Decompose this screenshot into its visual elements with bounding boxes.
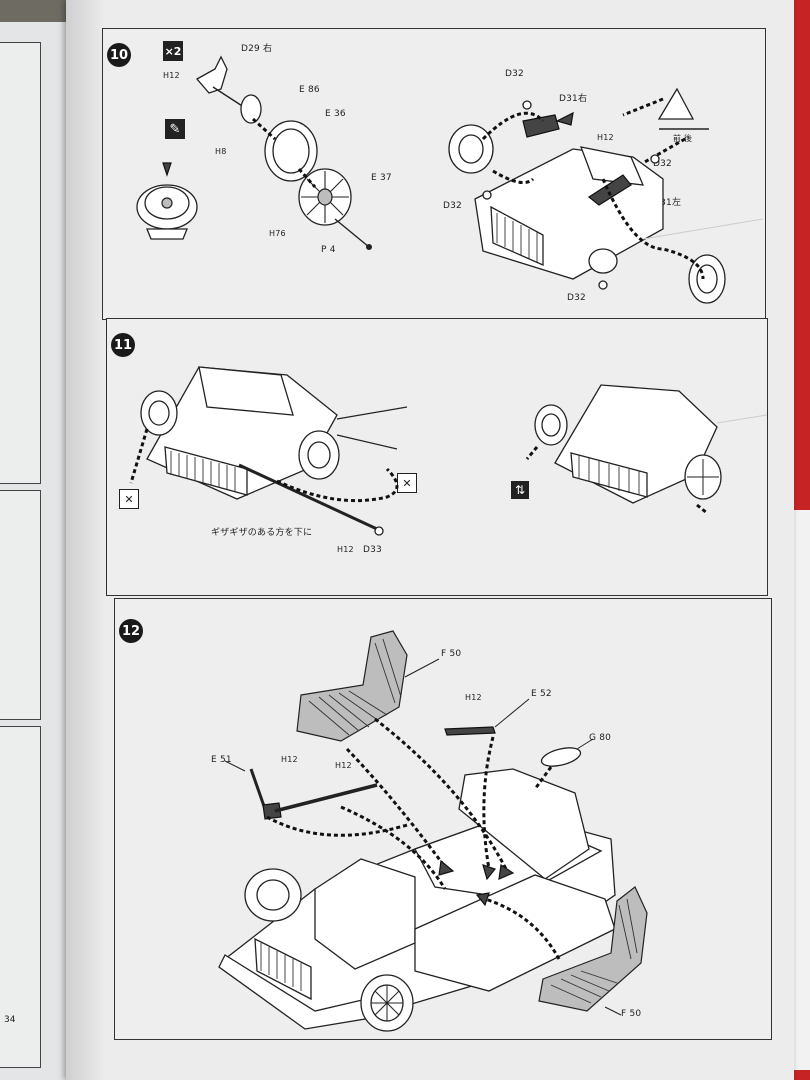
cement-icon: ✕	[119, 489, 139, 509]
part-label-d29: D29 右	[241, 44, 273, 54]
part-label-f50: F 50	[441, 649, 462, 659]
part-label-d32: D32	[505, 69, 524, 79]
part-label-d32: D32	[567, 293, 586, 303]
step-11-panel: 11 ギザギザのある方を下に H12 D33 ✕ ✕ ⇅	[106, 318, 768, 596]
suspension-arm-d31-left	[587, 174, 632, 206]
step-12-diagram	[218, 630, 648, 1032]
part-label-h12: H12	[281, 755, 298, 764]
part-label-d32: D32	[653, 159, 672, 169]
part-label-p4: P 4	[321, 245, 336, 255]
steering-wheel-g80	[540, 747, 582, 767]
part-label-h12: H12	[465, 693, 482, 702]
step-number: 10	[107, 43, 131, 67]
part-label-h12: H12	[597, 133, 614, 142]
bearing-part	[240, 94, 262, 124]
part-label-e36: E 36	[325, 109, 346, 119]
part-label-f50: F 50	[621, 1009, 642, 1019]
seat-f50-top	[296, 630, 408, 742]
handbrake-e52	[444, 726, 496, 736]
swap-arrows-icon: ⇅	[511, 481, 529, 499]
orientation-triangle	[657, 87, 695, 120]
seat-f50-bottom	[538, 886, 648, 1012]
steering-column-e51	[249, 768, 267, 810]
instruction-page: 10 ×2 ✎ D29 右 H12 E 86 E 36 H8 E 37 H76 …	[66, 0, 794, 1080]
left-page-frame	[0, 726, 41, 1068]
part-label-h76: H76	[269, 229, 286, 238]
part-label-d31-left: D31左	[653, 198, 682, 208]
part-label-h12: H12	[335, 761, 352, 770]
step-11-diagram	[129, 366, 768, 536]
axle-pin-part	[334, 218, 370, 248]
paint-icon: ✎	[165, 119, 185, 139]
multiplier-badge: ×2	[163, 41, 183, 61]
part-label-g80: G 80	[589, 733, 612, 743]
step-10-diagram	[136, 55, 764, 304]
step-number: 12	[119, 619, 143, 643]
suspension-arm-d31-right	[522, 114, 560, 138]
firewall	[458, 768, 590, 880]
left-page-frame	[0, 42, 41, 484]
left-page-frame	[0, 490, 41, 720]
front-rear-indicator: 前 後	[673, 134, 693, 143]
part-label-h12: H12	[337, 545, 354, 554]
step-10-panel: 10 ×2 ✎ D29 右 H12 E 86 E 36 H8 E 37 H76 …	[102, 28, 766, 320]
tie-rod-d33	[238, 463, 378, 531]
step-number: 11	[111, 333, 135, 357]
chassis-assembly	[218, 768, 616, 1032]
assembly-instruction: ギザギザのある方を下に	[211, 528, 313, 538]
step-12-panel: 12 F 50 H12 E 52 G 80 E 51 H12 H12 F 50	[114, 598, 772, 1040]
part-label-d33: D33	[363, 545, 382, 555]
part-label-d32: D32	[443, 201, 462, 211]
part-label-e37: E 37	[371, 173, 392, 183]
left-page: 34	[0, 22, 74, 1080]
part-label-e52: E 52	[531, 689, 552, 699]
part-label-e51: E 51	[211, 755, 232, 765]
cement-icon: ✕	[397, 473, 417, 493]
part-label-h8: H8	[215, 147, 227, 156]
page-number: 34	[4, 1015, 16, 1025]
part-label-h12: H12	[163, 71, 180, 80]
part-label-e86: E 86	[299, 85, 320, 95]
part-label-d31-right: D31右	[559, 94, 588, 104]
